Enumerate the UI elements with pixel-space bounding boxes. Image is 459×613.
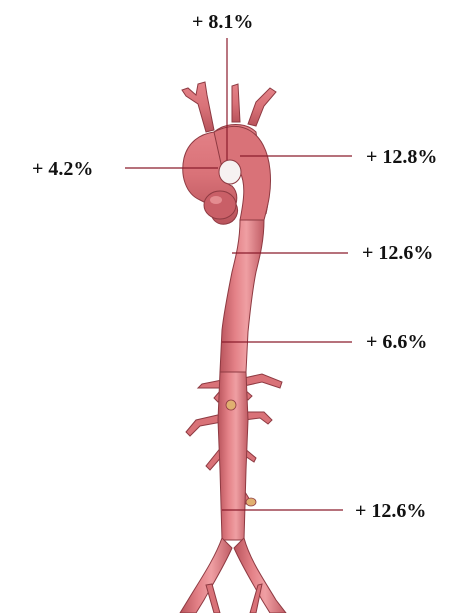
brachiocephalic-artery [182, 82, 214, 132]
label-descending-thoracic: + 12.6% [362, 243, 433, 263]
left-subclavian-artery [248, 88, 276, 126]
iliac-bifurcation [180, 538, 286, 613]
renal-artery-left [186, 414, 222, 436]
right-iliac-artery [234, 538, 286, 613]
left-common-carotid-artery [232, 84, 240, 122]
descending-thoracic-aorta [220, 220, 264, 372]
label-infrarenal-abdominal: + 12.6% [355, 501, 426, 521]
left-iliac-artery [180, 538, 232, 613]
abdominal-aorta [186, 372, 282, 540]
renal-stub-marker [226, 400, 236, 410]
celiac-trunk [198, 380, 222, 388]
label-suprarenal-abdominal: + 6.6% [366, 332, 427, 352]
mesenteric-stub-marker [246, 498, 256, 506]
label-ascending-aorta: + 4.2% [32, 159, 93, 179]
label-arch-top: + 8.1% [192, 12, 253, 32]
label-aortic-arch: + 12.8% [366, 147, 437, 167]
arch-branches [182, 82, 276, 132]
